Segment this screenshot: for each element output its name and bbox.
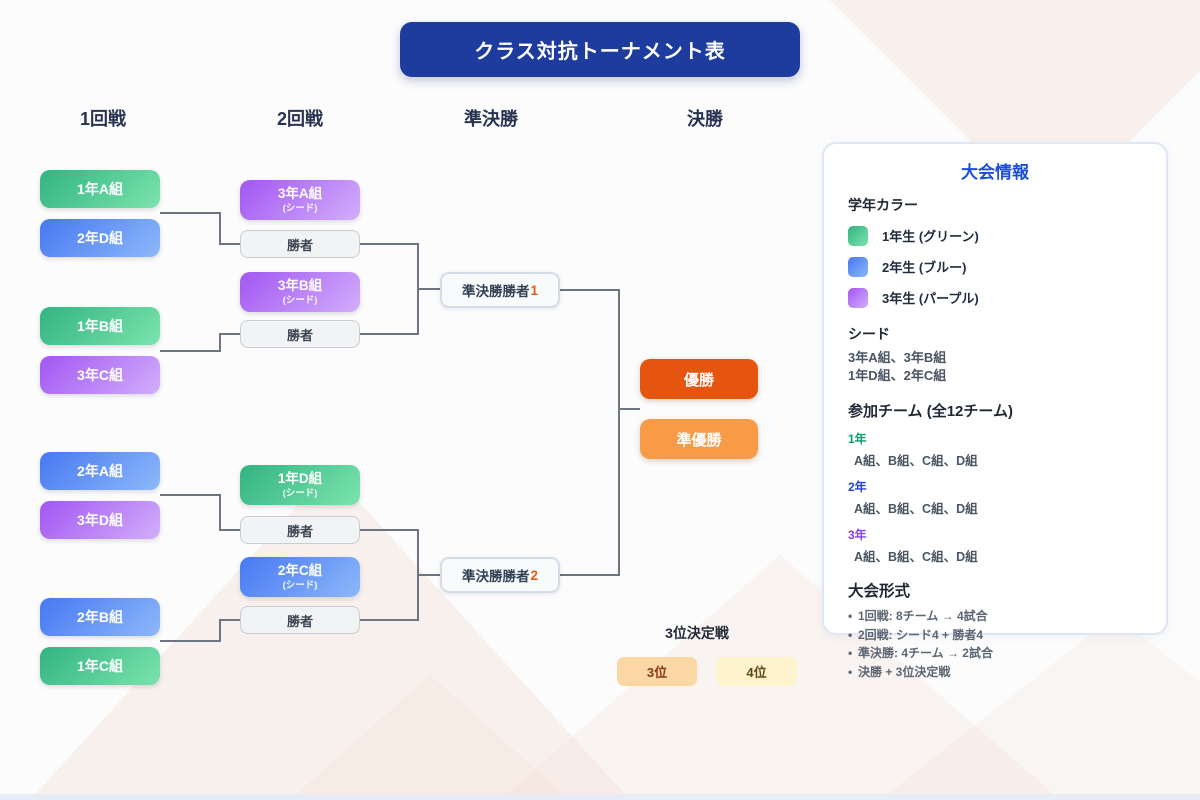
format-item: 準決勝: 4チーム → 2試合	[848, 644, 1142, 663]
seed-line: 3年A組、3年B組	[848, 350, 947, 365]
seed-team-label: 3年B組	[277, 278, 323, 293]
seed-team-box: 3年B組 (シード)	[240, 272, 360, 312]
legend-label: 2年生 (ブルー)	[882, 260, 967, 275]
format-item: 決勝 + 3位決定戦	[848, 663, 1142, 682]
seed-team-box: 3年A組 (シード)	[240, 180, 360, 220]
column-header-round2: 2回戦	[277, 109, 324, 129]
column-header-semifinal: 準決勝	[464, 109, 518, 129]
format-item: 1回戦: 8チーム → 4試合	[848, 607, 1142, 626]
column-header-round1: 1回戦	[80, 109, 127, 129]
seed-tag: (シード)	[282, 295, 318, 306]
team-box: 1年C組	[40, 647, 160, 685]
grade3-color-swatch	[848, 287, 868, 308]
third-place-match-title: 3位決定戦	[665, 625, 729, 641]
semifinal-winner-number: 1	[530, 282, 538, 298]
format-item: 2回戦: シード4 + 勝者4	[848, 626, 1142, 645]
seeds-list: 3年A組、3年B組 1年D組、2年C組	[848, 349, 1142, 384]
winner-slot: 勝者	[240, 606, 360, 634]
winner-slot: 勝者	[240, 320, 360, 348]
format-heading: 大会形式	[848, 583, 911, 601]
seed-team-box: 1年D組 (シード)	[240, 465, 360, 505]
legend-label: 3年生 (パープル)	[882, 291, 979, 306]
champion-box: 優勝	[640, 359, 758, 399]
legend-row: 2年生 (ブルー)	[848, 256, 1142, 277]
class-list: A組、B組、C組、D組	[854, 550, 978, 565]
semifinal-winner-slot: 準決勝勝者 1	[440, 272, 560, 308]
team-box: 3年D組	[40, 501, 160, 539]
legend-row: 1年生 (グリーン)	[848, 225, 1142, 246]
seed-tag: (シード)	[282, 580, 318, 591]
semifinal-winner-label: 準決勝勝者	[461, 569, 530, 584]
grade1-color-swatch	[848, 225, 868, 246]
team-group: 1年 A組、B組、C組、D組	[848, 430, 1142, 469]
team-box: 2年B組	[40, 598, 160, 636]
runner-up-box: 準優勝	[640, 419, 758, 459]
grade2-color-swatch	[848, 256, 868, 277]
teams-heading: 参加チーム (全12チーム)	[848, 403, 1013, 421]
seed-team-label: 2年C組	[277, 563, 323, 578]
fourth-place-box: 4位	[716, 657, 797, 686]
grade-label: 3年	[848, 528, 867, 543]
seeds-heading: シード	[848, 326, 890, 342]
semifinal-winner-number: 2	[530, 567, 538, 583]
team-box: 3年C組	[40, 356, 160, 394]
semifinal-winner-slot: 準決勝勝者 2	[440, 557, 560, 593]
format-list: 1回戦: 8チーム → 4試合 2回戦: シード4 + 勝者4 準決勝: 4チー…	[848, 607, 1142, 681]
column-header-final: 決勝	[687, 109, 723, 129]
winner-slot: 勝者	[240, 516, 360, 544]
third-place-box: 3位	[617, 657, 697, 686]
team-box: 2年D組	[40, 219, 160, 257]
tournament-info-panel: 大会情報 学年カラー 1年生 (グリーン) 2年生 (ブルー) 3年生 (パープ…	[822, 142, 1168, 681]
legend-row: 3年生 (パープル)	[848, 287, 1142, 308]
seed-tag: (シード)	[282, 488, 318, 499]
class-list: A組、B組、C組、D組	[854, 454, 978, 469]
team-group: 3年 A組、B組、C組、D組	[848, 526, 1142, 565]
class-list: A組、B組、C組、D組	[854, 502, 978, 517]
team-group: 2年 A組、B組、C組、D組	[848, 478, 1142, 517]
grade-colors-heading: 学年カラー	[848, 197, 918, 213]
grade-label: 1年	[848, 432, 867, 447]
seed-line: 1年D組、2年C組	[848, 367, 947, 383]
seed-team-label: 3年A組	[277, 186, 323, 201]
info-panel-title: 大会情報	[961, 163, 1029, 182]
seed-team-box: 2年C組 (シード)	[240, 557, 360, 597]
grade-label: 2年	[848, 480, 867, 495]
page-title: クラス対抗トーナメント表	[400, 22, 800, 77]
seed-tag: (シード)	[282, 203, 318, 214]
team-box: 2年A組	[40, 452, 160, 490]
team-box: 1年B組	[40, 307, 160, 345]
semifinal-winner-label: 準決勝勝者	[461, 284, 530, 299]
team-box: 1年A組	[40, 170, 160, 208]
seed-team-label: 1年D組	[277, 471, 323, 486]
winner-slot: 勝者	[240, 230, 360, 258]
legend-label: 1年生 (グリーン)	[882, 229, 979, 244]
